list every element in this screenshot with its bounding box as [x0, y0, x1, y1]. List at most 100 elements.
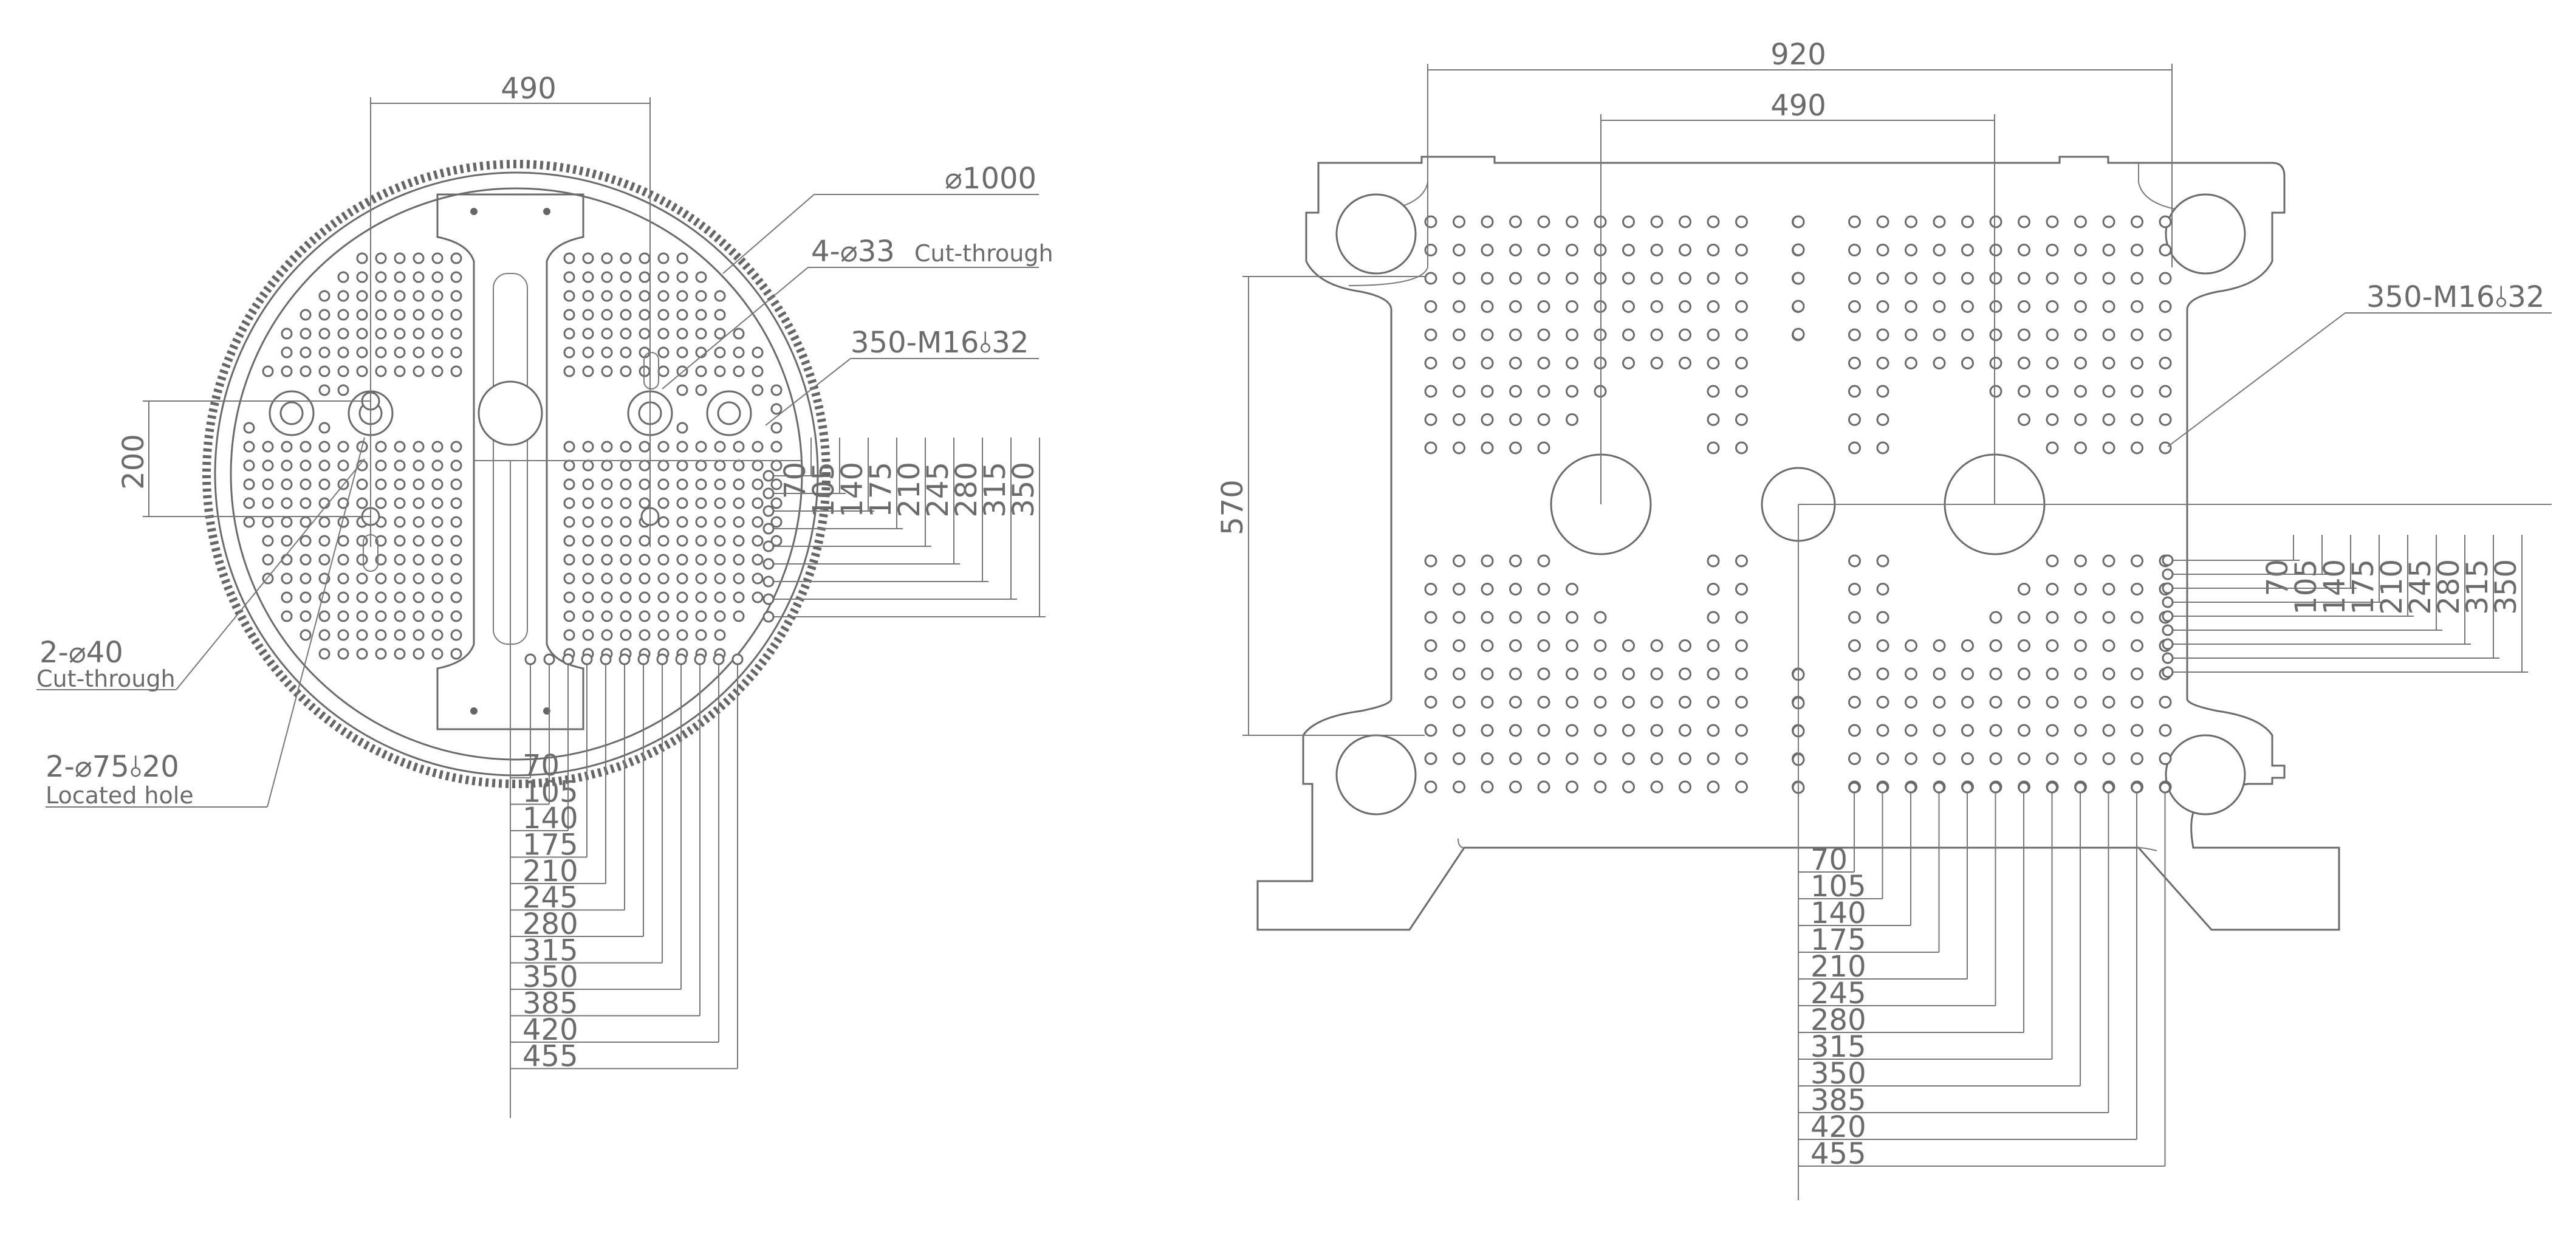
threaded-hole: [337, 328, 349, 340]
threaded-hole: [582, 497, 594, 509]
threaded-hole: [1989, 724, 2002, 737]
threaded-hole: [1622, 752, 1635, 765]
threaded-hole: [657, 610, 670, 622]
threaded-hole: [733, 478, 745, 490]
callout-thread: 350-M16⫰32: [2366, 280, 2544, 314]
threaded-hole: [300, 516, 312, 528]
threaded-hole: [1453, 667, 1465, 681]
threaded-hole: [1848, 583, 1861, 596]
leader: [267, 437, 365, 808]
threaded-hole: [676, 290, 688, 302]
threaded-hole: [2018, 413, 2030, 426]
threaded-hole: [1481, 328, 1494, 342]
threaded-hole: [2018, 667, 2030, 681]
threaded-hole: [1735, 215, 1748, 228]
threaded-hole: [1933, 752, 1946, 765]
threaded-hole: [1650, 724, 1663, 737]
dim-label: 385: [522, 987, 578, 1021]
threaded-hole: [2046, 244, 2059, 256]
threaded-hole: [714, 591, 726, 603]
threaded-hole: [281, 328, 293, 340]
threaded-hole: [1453, 385, 1465, 398]
threaded-hole: [620, 554, 632, 566]
threaded-hole: [337, 459, 349, 472]
threaded-hole: [1650, 215, 1663, 228]
dim-label: 280: [1810, 1003, 1866, 1037]
threaded-hole: [582, 554, 594, 566]
threaded-hole: [413, 478, 425, 490]
threaded-hole: [770, 478, 783, 490]
dim-label: 420: [1810, 1110, 1866, 1144]
threaded-hole: [2074, 752, 2087, 765]
threaded-hole: [413, 648, 425, 660]
threaded-hole: [543, 653, 555, 665]
threaded-hole: [657, 271, 670, 283]
threaded-hole: [731, 653, 744, 665]
threaded-hole: [1481, 244, 1494, 256]
threaded-hole: [639, 459, 651, 472]
threaded-hole: [2131, 554, 2143, 568]
threaded-hole: [1961, 667, 1974, 681]
threaded-hole: [1848, 441, 1861, 455]
threaded-hole: [1707, 215, 1720, 228]
threaded-hole: [394, 365, 406, 377]
threaded-hole: [1876, 357, 1889, 369]
threaded-hole: [356, 648, 368, 660]
threaded-hole: [582, 478, 594, 490]
threaded-hole: [2162, 582, 2174, 594]
threaded-hole: [1735, 272, 1748, 285]
threaded-hole: [2102, 667, 2115, 681]
side-hole-inner: [717, 401, 741, 425]
callout-hole40-sub: Cut-through: [36, 665, 176, 692]
threaded-hole: [1481, 611, 1494, 624]
tie-bar-hole: [1335, 193, 1417, 275]
threaded-hole: [601, 365, 613, 377]
threaded-hole: [281, 459, 293, 472]
threaded-hole: [657, 309, 670, 321]
threaded-hole: [563, 535, 575, 547]
threaded-hole: [318, 346, 331, 359]
callout-hole40: 2-⌀40: [39, 636, 123, 670]
threaded-hole: [431, 271, 444, 283]
threaded-hole: [1876, 752, 1889, 765]
threaded-hole: [1481, 696, 1494, 709]
threaded-hole: [2046, 667, 2059, 681]
dim-label-490: 490: [1770, 89, 1826, 123]
threaded-hole: [337, 384, 349, 396]
threaded-hole: [1876, 696, 1889, 709]
threaded-hole: [695, 328, 707, 340]
tie-bar-hole: [2165, 193, 2246, 275]
threaded-hole: [639, 328, 651, 340]
threaded-hole: [1537, 554, 1550, 568]
threaded-hole: [1707, 696, 1720, 709]
threaded-hole: [2162, 624, 2174, 636]
threaded-hole: [1990, 781, 2001, 794]
threaded-hole: [450, 572, 462, 585]
threaded-hole: [413, 290, 425, 302]
threaded-hole: [450, 365, 462, 377]
threaded-hole: [1509, 272, 1522, 285]
threaded-hole: [714, 478, 726, 490]
threaded-hole: [714, 554, 726, 566]
threaded-hole: [2102, 441, 2115, 455]
threaded-hole: [356, 328, 368, 340]
tie-bar-hole: [2165, 734, 2246, 815]
threaded-hole: [714, 516, 726, 528]
dim-label: 350: [2489, 559, 2523, 615]
dim-label: 175: [2346, 559, 2380, 615]
threaded-hole: [375, 459, 387, 472]
threaded-hole: [582, 346, 594, 359]
dim-label: 420: [522, 1013, 578, 1047]
threaded-hole: [752, 535, 764, 547]
threaded-hole: [1905, 696, 1917, 709]
threaded-hole: [733, 591, 745, 603]
threaded-hole: [356, 252, 368, 264]
threaded-hole: [2074, 441, 2087, 455]
threaded-hole: [431, 591, 444, 603]
threaded-hole: [1933, 357, 1946, 369]
threaded-hole: [337, 572, 349, 585]
threaded-hole: [2162, 596, 2174, 608]
threaded-hole: [657, 328, 670, 340]
